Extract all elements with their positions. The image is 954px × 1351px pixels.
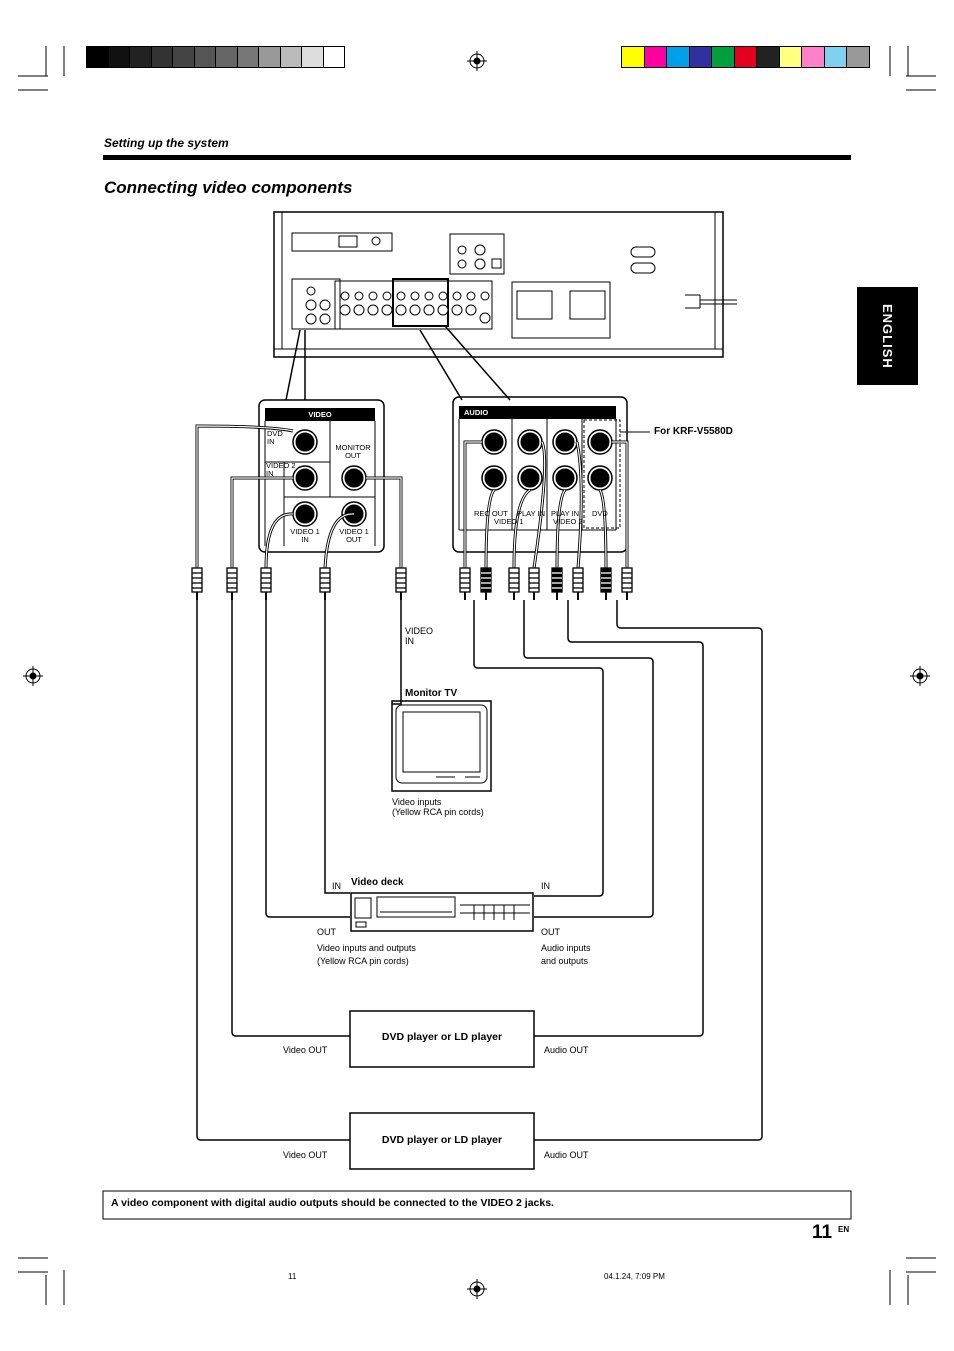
- print-timestamp: 04.1.24, 7:09 PM: [604, 1272, 665, 1281]
- calibration-swatch: [215, 47, 237, 67]
- footer-note: A video component with digital audio out…: [111, 1197, 554, 1209]
- deck-out-left: OUT: [317, 927, 336, 937]
- dvd-player-2-label: DVD player or LD player: [381, 1134, 503, 1146]
- video-deck-label: Video deck: [351, 877, 404, 888]
- calibration-swatch: [322, 47, 344, 67]
- monitor-tv-caption: Video inputs(Yellow RCA pin cords): [392, 797, 484, 817]
- section-title: Setting up the system: [104, 136, 229, 150]
- model-note: For KRF-V5580D: [654, 426, 733, 437]
- crop-mark-tl: [18, 46, 65, 91]
- calibration-swatch: [301, 47, 323, 67]
- page-suffix: EN: [838, 1225, 850, 1234]
- label-play-in-1: PLAY IN: [517, 509, 546, 518]
- calibration-swatch: [129, 47, 151, 67]
- rca-plug: [191, 567, 203, 600]
- dvd-player-box-2: [349, 1112, 535, 1170]
- header-rule: [103, 155, 851, 160]
- label-video1: VIDEO 1: [494, 517, 524, 526]
- receiver-jacks: [305, 286, 491, 325]
- calibration-swatch: [87, 47, 108, 67]
- rca-plug: [260, 567, 272, 600]
- calibration-swatch: [150, 47, 172, 67]
- calibration-swatch: [846, 47, 869, 67]
- rca-plug: [621, 567, 633, 600]
- label-video2: VIDEO 2: [553, 517, 583, 526]
- monitor-tv-label: Monitor TV: [405, 688, 458, 699]
- dvd-player-1-video-out: Video OUT: [283, 1045, 328, 1055]
- dvd-player-2-audio-out: Audio OUT: [544, 1150, 589, 1160]
- calibration-swatch: [236, 47, 258, 67]
- calibration-swatch: [193, 47, 215, 67]
- crop-mark-br: [889, 1257, 936, 1305]
- calibration-swatch: [172, 47, 194, 67]
- gray-calibration-bar: [86, 46, 345, 68]
- calibration-swatch: [711, 47, 734, 67]
- dvd-player-box-1: [349, 1010, 535, 1068]
- rca-plug: [480, 567, 492, 600]
- rca-plug: [508, 567, 520, 600]
- rca-plugs: [191, 567, 633, 600]
- calibration-swatch: [733, 47, 756, 67]
- calibration-swatch: [778, 47, 801, 67]
- calibration-swatch: [279, 47, 301, 67]
- deck-caption-left: Video inputs and outputs(Yellow RCA pin …: [317, 943, 416, 966]
- calibration-swatch: [823, 47, 846, 67]
- audio-panel: [452, 396, 650, 553]
- deck-out-right: OUT: [541, 927, 560, 937]
- deck-in-left: IN: [332, 881, 341, 891]
- note-box: [102, 1190, 852, 1220]
- monitor-tv: [391, 700, 492, 792]
- rca-plug: [395, 567, 407, 600]
- registration-target: [23, 51, 930, 1299]
- calibration-swatch: [756, 47, 779, 67]
- calibration-swatch: [688, 47, 711, 67]
- deck-in-right: IN: [541, 881, 550, 891]
- calibration-swatch: [801, 47, 824, 67]
- video-panel-header: VIDEO: [308, 410, 332, 419]
- calibration-swatch: [622, 47, 644, 67]
- color-calibration-bar: [621, 46, 870, 68]
- dvd-player-2-video-out: Video OUT: [283, 1150, 328, 1160]
- video-panel: [258, 399, 385, 553]
- print-page: 11: [288, 1272, 297, 1281]
- video-deck: [350, 892, 534, 932]
- rca-plug: [572, 567, 584, 600]
- page-number: 11: [812, 1222, 833, 1243]
- calibration-swatch: [666, 47, 689, 67]
- label-dvd: DVD: [592, 509, 608, 518]
- rca-plug: [319, 567, 331, 600]
- language-tab: ENGLISH: [857, 287, 918, 385]
- rca-plug: [551, 567, 563, 600]
- rca-plug: [459, 567, 471, 600]
- label-play-in-2: PLAY IN: [551, 509, 580, 518]
- crop-mark-tr: [889, 46, 936, 91]
- rca-plug: [528, 567, 540, 600]
- dvd-player-1-label: DVD player or LD player: [381, 1031, 503, 1043]
- calibration-swatch: [643, 47, 666, 67]
- rca-plug: [226, 567, 238, 600]
- page-title: Connecting video components: [104, 178, 353, 197]
- calibration-swatch: [107, 47, 129, 67]
- receiver-rear-panel: [273, 211, 737, 358]
- audio-panel-header: AUDIO: [464, 408, 489, 417]
- label-rec-out: REC OUT: [474, 509, 508, 518]
- crop-mark-bl: [18, 1257, 65, 1305]
- calibration-swatch: [258, 47, 280, 67]
- cable-runs: [196, 600, 763, 1141]
- rca-plug: [600, 567, 612, 600]
- dvd-player-1-audio-out: Audio OUT: [544, 1045, 589, 1055]
- zoom-lines: [285, 325, 511, 401]
